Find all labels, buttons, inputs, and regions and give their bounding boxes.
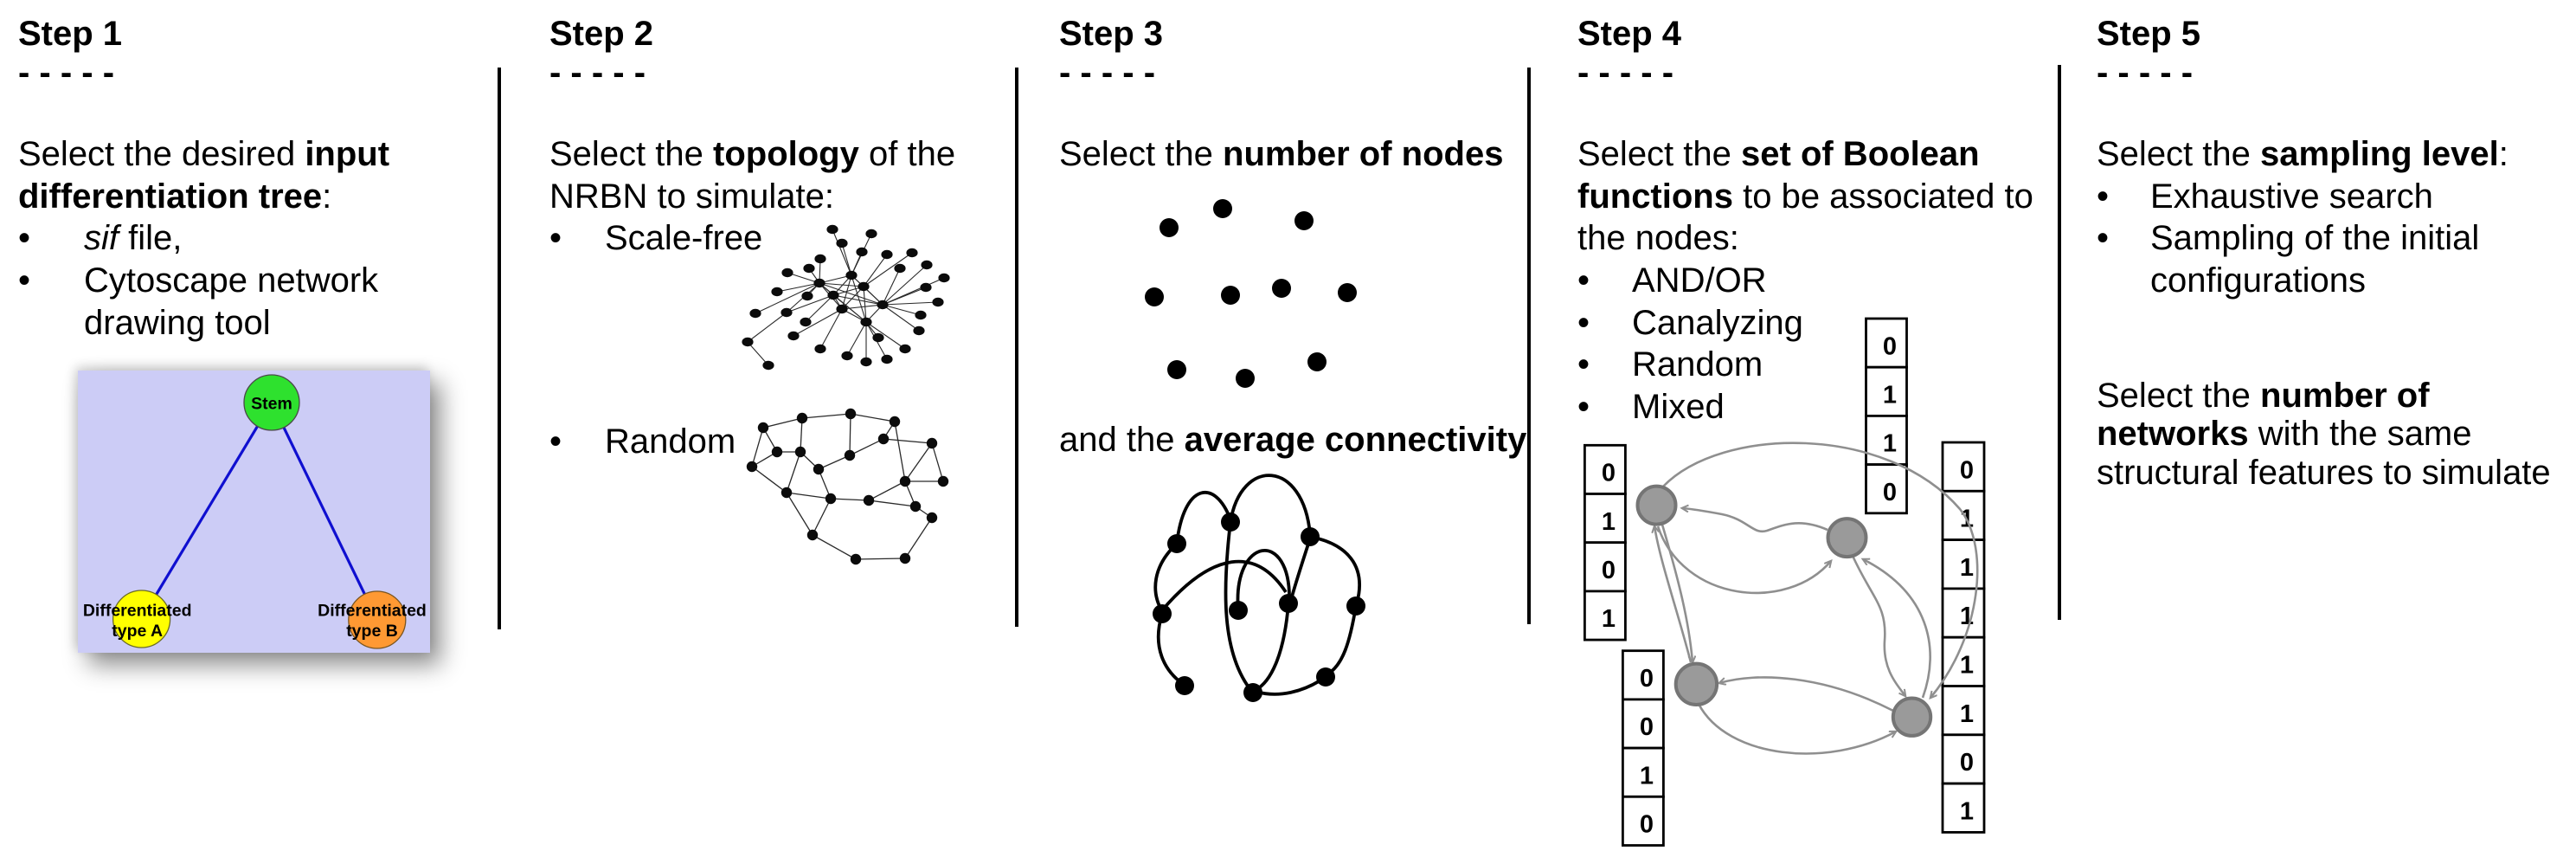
svg-text:0: 0 bbox=[1883, 479, 1897, 506]
svg-text:0: 0 bbox=[1640, 713, 1654, 741]
svg-text:0: 0 bbox=[1602, 460, 1616, 487]
svg-text:0: 0 bbox=[1960, 456, 1974, 484]
svg-text:1: 1 bbox=[1883, 430, 1897, 458]
svg-text:1: 1 bbox=[1602, 605, 1616, 633]
svg-text:0: 0 bbox=[1960, 749, 1974, 777]
svg-text:0: 0 bbox=[1602, 557, 1616, 584]
svg-text:1: 1 bbox=[1960, 700, 1974, 728]
svg-text:type A: type A bbox=[112, 622, 163, 641]
svg-text:type B: type B bbox=[346, 622, 398, 641]
svg-text:1: 1 bbox=[1960, 797, 1974, 825]
svg-text:0: 0 bbox=[1883, 332, 1897, 360]
svg-text:1: 1 bbox=[1602, 508, 1616, 536]
svg-text:1: 1 bbox=[1883, 382, 1897, 409]
svg-text:0: 0 bbox=[1640, 665, 1654, 693]
svg-text:Stem: Stem bbox=[251, 395, 292, 414]
svg-text:Differentiated: Differentiated bbox=[318, 602, 427, 621]
svg-text:0: 0 bbox=[1640, 811, 1654, 839]
svg-text:1: 1 bbox=[1960, 554, 1974, 582]
svg-text:1: 1 bbox=[1960, 652, 1974, 680]
svg-text:1: 1 bbox=[1640, 762, 1654, 790]
svg-text:Differentiated: Differentiated bbox=[83, 602, 192, 621]
